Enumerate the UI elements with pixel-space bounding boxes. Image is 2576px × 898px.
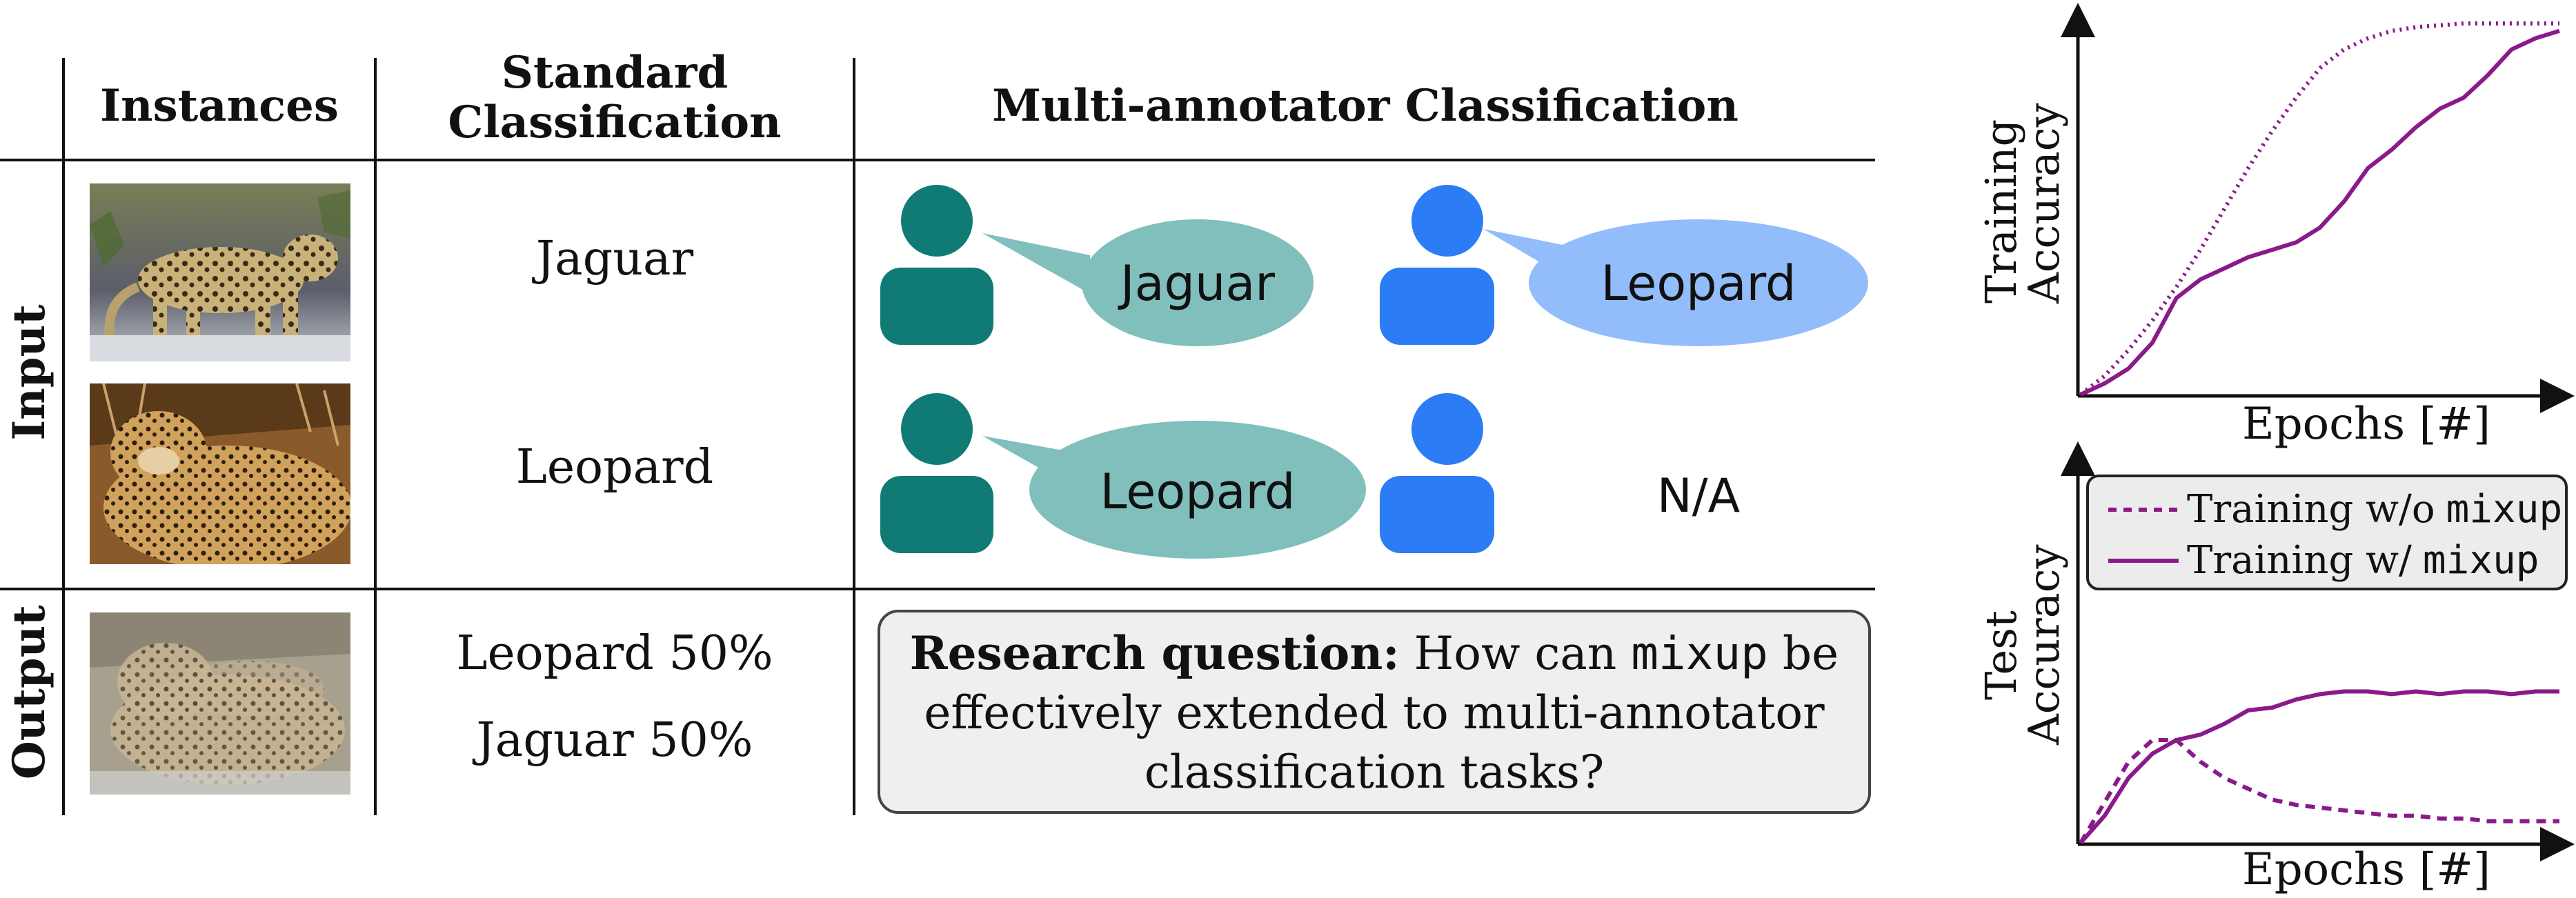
charts xyxy=(2061,3,2575,861)
annotator2-row2-icon xyxy=(1380,393,1494,553)
legend-dashed-line xyxy=(2108,507,2179,512)
research-question-pre: How can xyxy=(1414,627,1617,680)
chart1-series-dotted xyxy=(2079,21,2559,397)
legend-entry-w-mixup: Training w/ mixup xyxy=(2106,538,2539,583)
research-question-line2: effectively extended to multi-annotator xyxy=(924,686,1825,739)
standard-label-row1: Jaguar xyxy=(535,232,694,286)
chart1-ylabel-line1: Training xyxy=(1976,119,2026,303)
annotator2-row1-bubble xyxy=(1483,219,1868,346)
research-question-code: mixup xyxy=(1631,627,1768,680)
legend-solid-line xyxy=(2108,558,2179,563)
standard-output-leopard: Leopard 50% xyxy=(456,626,773,681)
standard-label-row2: Leopard xyxy=(515,440,714,495)
chart2-series-dashed xyxy=(2079,738,2559,844)
legend-wo-code: mixup xyxy=(2446,487,2563,532)
chart2-ylabel-line1: Test xyxy=(1976,610,2026,700)
bubble-text-a2-r1: Leopard xyxy=(1601,255,1796,312)
legend-wo-text: Training w/o xyxy=(2187,487,2435,532)
header-standard-line1: Standard xyxy=(501,47,729,99)
standard-output-jaguar: Jaguar 50% xyxy=(476,713,753,768)
annotator1-row2-icon xyxy=(880,393,993,553)
chart2-legend: Training w/o mixup Training w/ mixup xyxy=(2086,475,2568,590)
header-instances: Instances xyxy=(100,80,339,132)
chart2-ylabel: Test Accuracy xyxy=(1976,544,2077,745)
chart1-series-solid xyxy=(2079,28,2560,397)
annotator2-row1-icon xyxy=(1380,185,1494,345)
table-left-border xyxy=(62,58,65,815)
io-separator xyxy=(0,588,1875,590)
bubble-text-a2-r2: N/A xyxy=(1656,469,1741,523)
legend-w-code: mixup xyxy=(2422,538,2539,583)
research-question-box: Research question: How can mixup be effe… xyxy=(878,610,1871,814)
header-separator xyxy=(0,159,1875,161)
annotator1-row1-bubble xyxy=(982,219,1314,346)
jaguar-image xyxy=(90,183,350,361)
research-question-post: be xyxy=(1782,627,1839,680)
chart2-ylabel-line2: Accuracy xyxy=(2019,544,2069,745)
chart2-series-solid xyxy=(2079,689,2559,844)
annotator1-row2-bubble xyxy=(982,421,1366,559)
legend-w-text: Training w/ xyxy=(2187,538,2412,583)
header-standard-line2: Classification xyxy=(448,97,782,148)
research-question-bold: Research question: xyxy=(909,626,1400,680)
chart1-xlabel: Epochs [#] xyxy=(2241,399,2491,450)
annotator-graphics xyxy=(880,185,1868,559)
chart2-plot xyxy=(2079,689,2559,844)
bubble-text-a1-r1: Jaguar xyxy=(1120,255,1275,312)
column-divider-2 xyxy=(853,58,855,815)
header-multi-annotator: Multi-annotator Classification xyxy=(992,80,1738,132)
header-standard-classification: Standard Classification xyxy=(377,48,853,148)
research-question-line3: classification tasks? xyxy=(1144,746,1605,799)
column-divider-1 xyxy=(374,58,377,815)
bubble-text-a1-r2: Leopard xyxy=(1100,463,1296,520)
row-label-output: Output xyxy=(3,605,55,779)
research-question-line1: Research question: How can mixup be xyxy=(880,623,1868,684)
leopard-image xyxy=(90,383,350,564)
row-label-input: Input xyxy=(3,304,55,441)
chart1-ylabel-line2: Accuracy xyxy=(2019,103,2069,303)
chart1-ylabel: Training Accuracy xyxy=(1976,103,2077,303)
chart2-xlabel: Epochs [#] xyxy=(2241,844,2491,895)
annotator1-row1-icon xyxy=(880,185,993,345)
mixed-image xyxy=(90,612,350,795)
chart1-plot xyxy=(2079,21,2560,397)
legend-entry-wo-mixup: Training w/o mixup xyxy=(2106,487,2562,532)
